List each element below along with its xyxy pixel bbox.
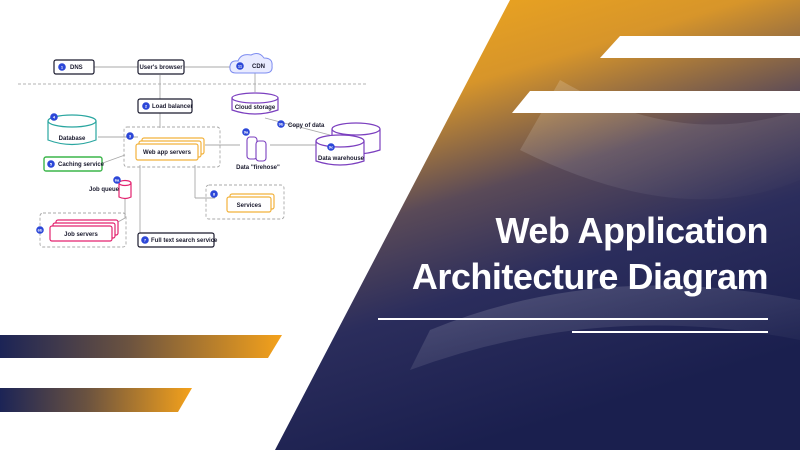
node-data-warehouse: 9c Data warehouse	[315, 122, 381, 166]
label-caching: Caching service	[58, 162, 105, 168]
node-web-app-servers: 3 Web app servers	[123, 126, 221, 168]
label-database: Database	[59, 136, 86, 142]
badge-firehose: 9a	[244, 130, 249, 135]
badge-load-balancer: 2	[145, 104, 148, 109]
node-copy-of-data: 9b Copy of data	[277, 120, 325, 129]
label-data-warehouse: Data warehouse	[318, 156, 365, 162]
white-slash	[512, 91, 800, 113]
node-job-queue: 6a Job queue	[89, 176, 132, 200]
node-caching-service: 5 Caching service	[43, 156, 105, 172]
gradient-bar	[0, 335, 282, 358]
gradient-bar	[0, 388, 192, 412]
white-slash	[600, 36, 800, 58]
label-cdn: CDN	[252, 64, 265, 70]
node-load-balancer: 2 Load balancer	[137, 98, 193, 114]
label-copy-of-data: Copy of data	[288, 123, 325, 129]
node-full-text-search: 7 Full text search service	[137, 232, 218, 248]
label-job-servers: Job servers	[64, 232, 98, 238]
badge-dns: 1	[61, 65, 64, 70]
connector-lines	[94, 66, 331, 240]
badge-copy-of-data: 9b	[279, 122, 284, 127]
label-firehose: Data "firehose"	[236, 165, 280, 171]
node-data-firehose: 9a Data "firehose"	[236, 128, 280, 171]
node-browser: User's browser	[137, 59, 185, 75]
label-job-queue: Job queue	[89, 187, 120, 193]
badge-caching: 5	[50, 162, 53, 167]
title-underline-short	[572, 331, 768, 333]
label-web-app-servers: Web app servers	[143, 150, 192, 156]
badge-cdn: 11	[238, 64, 243, 69]
badge-services: 8	[213, 192, 216, 197]
label-browser: User's browser	[139, 65, 183, 71]
title-line-1: Web Application	[495, 210, 768, 251]
badge-data-warehouse: 9c	[329, 145, 334, 150]
node-database: 4 Database	[47, 113, 97, 146]
label-full-text-search: Full text search service	[151, 238, 218, 244]
node-dns: 1 DNS	[53, 59, 95, 75]
badge-job-servers: 6b	[38, 228, 43, 233]
label-cloud-storage: Cloud storage	[235, 105, 276, 111]
node-cdn: 11 CDN	[229, 53, 273, 74]
node-job-servers: 6b Job servers	[36, 212, 127, 248]
node-cloud-storage: Cloud storage	[231, 92, 279, 115]
badge-full-text-search: 7	[144, 238, 147, 243]
label-dns: DNS	[70, 65, 83, 71]
svg-text:3: 3	[129, 134, 132, 139]
badge-database: 4	[53, 115, 56, 120]
label-load-balancer: Load balancer	[152, 104, 193, 110]
title-underline	[378, 318, 768, 320]
badge-job-queue: 6a	[115, 178, 120, 183]
node-services: 8 Services	[205, 184, 285, 220]
panel-swoosh	[410, 285, 800, 370]
label-services: Services	[237, 203, 262, 209]
title-line-2: Architecture Diagram	[411, 256, 769, 297]
